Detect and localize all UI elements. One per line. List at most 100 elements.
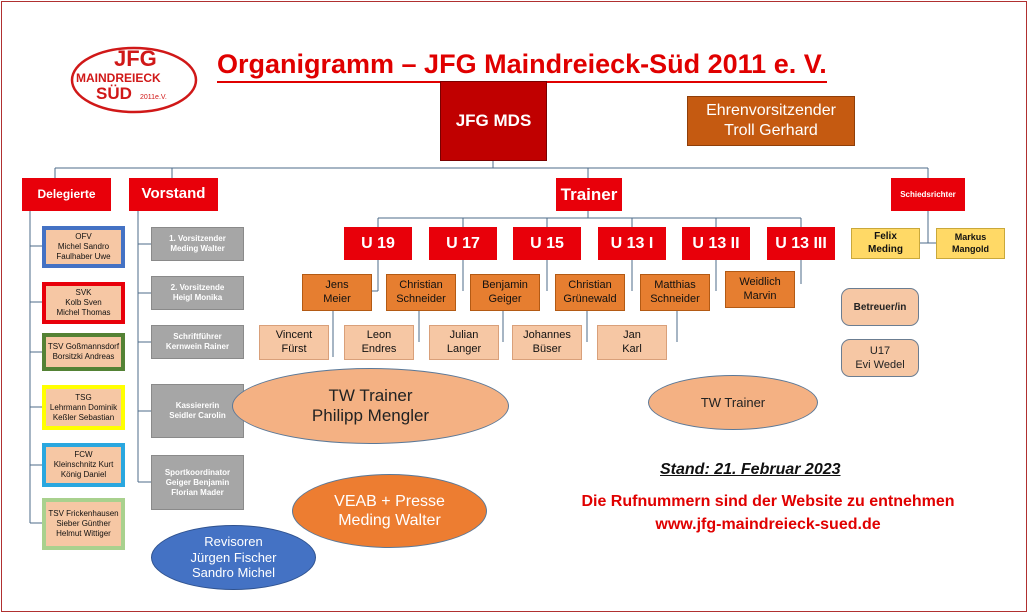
gk-trainer-name: Philipp Mengler (311, 406, 430, 425)
board-member-name: Heigl Monika (172, 293, 223, 302)
logo-text-jfg: JFG (114, 46, 157, 71)
delegate-person-name: Helmut Wittiger (56, 529, 111, 538)
board-role: 1. Vorsitzender (169, 234, 226, 243)
auditors-title: Revisoren (204, 534, 263, 550)
referee-last-name: Mangold (952, 243, 989, 254)
board-role: Schriftführer (173, 332, 222, 341)
team-box: U 13 II (682, 227, 750, 260)
assistant-trainer-name: Julian (449, 328, 479, 341)
referee-box: Markus Mangold (936, 228, 1005, 259)
assistant-trainer-name: Leon (366, 328, 392, 341)
head-trainer-name: Jens (325, 278, 349, 291)
board-role: Sportkoordinator (164, 467, 231, 477)
assistant-trainer-name: Johannes (523, 328, 571, 341)
logo-swoosh-icon (70, 46, 198, 114)
head-trainer-name: Grünewald (563, 292, 617, 305)
section-board: Vorstand (129, 178, 218, 211)
team-box: U 15 (513, 227, 581, 260)
auditor-name: Sandro Michel (191, 565, 276, 581)
team-box: U 13 I (598, 227, 666, 260)
section-trainer: Trainer (556, 178, 622, 211)
team-label: U 13 III (775, 234, 827, 252)
delegate-person-name: Sieber Günther (56, 519, 111, 528)
team-box: U 19 (344, 227, 412, 260)
auditor-name: Jürgen Fischer (190, 549, 277, 565)
referee-first-name: Felix (874, 231, 897, 242)
honorary-chair-box: Ehrenvorsitzender Troll Gerhard (687, 96, 855, 146)
team-box: U 13 III (767, 227, 835, 260)
team-label: U 19 (361, 234, 395, 252)
section-referee-label: Schiedsrichter (900, 189, 956, 199)
caretaker-title-box: Betreuer/in (841, 288, 919, 326)
delegate-person-name: Faulhaber Uwe (56, 252, 111, 261)
board-role: 2. Vorsitzende (170, 283, 225, 292)
section-delegates: Delegierte (22, 178, 111, 211)
caretaker-team: U17 (869, 344, 891, 357)
head-trainer-name: Christian (399, 278, 443, 291)
assistant-trainer-name: Büser (532, 342, 562, 355)
delegate-person-name: Kleinschnitz Kurt (53, 460, 114, 469)
team-label: U 13 II (692, 234, 740, 252)
delegate-club-name: TSV Frickenhausen (48, 509, 119, 518)
delegate-club-name: TSV Goßmannsdorf (47, 342, 120, 351)
delegate-club-name: SVK (75, 288, 92, 297)
veab-name: Meding Walter (338, 512, 441, 529)
auditors-ellipse: Revisoren Jürgen Fischer Sandro Michel (151, 525, 316, 590)
root-node-label: JFG MDS (455, 111, 532, 131)
team-box: U 17 (429, 227, 497, 260)
head-trainer-name: Marvin (743, 289, 777, 302)
honorary-chair-title: Ehrenvorsitzender (706, 102, 836, 119)
section-board-label: Vorstand (141, 185, 206, 203)
head-trainer-name: Weidlich (739, 275, 781, 288)
board-member-name: Kernwein Rainer (165, 342, 230, 351)
assistant-trainer-name: Jan (623, 328, 641, 341)
board-role: Kassiererin (175, 401, 220, 410)
delegate-person-name: Michel Thomas (56, 308, 111, 317)
head-trainer-name: Schneider (650, 292, 700, 305)
veab-press-ellipse: VEAB + Presse Meding Walter (292, 474, 487, 548)
gk-trainer-ellipse: TW Trainer Philipp Mengler (232, 368, 509, 444)
head-trainer-name: Schneider (396, 292, 446, 305)
board-member-name: Geiger Benjamin (165, 477, 230, 487)
section-referee: Schiedsrichter (891, 178, 965, 211)
delegate-person-name: Lehrmann Dominik (49, 402, 118, 412)
referee-first-name: Markus (954, 232, 987, 243)
gk-trainer-title: TW Trainer (328, 385, 413, 405)
delegate-person-name: Borsitzki Andreas (52, 352, 115, 361)
gk-trainer-ellipse-2: TW Trainer (648, 375, 818, 430)
caretaker-box: U17 Evi Wedel (841, 339, 919, 377)
assistant-trainer-name: Endres (361, 342, 397, 355)
head-trainer-name: Christian (568, 278, 612, 291)
delegate-club-name: OFV (75, 232, 92, 241)
logo-text-year: 2011e.V. (140, 94, 167, 101)
logo-text-maindreieck: MAINDREIECK (76, 71, 161, 85)
page-title: Organigramm – JFG Maindreieck-Süd 2011 e… (217, 49, 827, 83)
website-link[interactable]: www.jfg-maindreieck-sued.de (655, 516, 881, 533)
delegate-person-name: Michel Sandro (57, 242, 110, 251)
referee-last-name: Meding (868, 243, 903, 255)
head-trainer-name: Meier (323, 292, 351, 305)
head-trainer-name: Benjamin (482, 278, 528, 291)
head-trainer-name: Geiger (488, 292, 522, 305)
board-member-name: Florian Mader (171, 487, 224, 497)
status-date: Stand: 21. Februar 2023 (660, 461, 841, 478)
team-label: U 15 (530, 234, 564, 252)
veab-title: VEAB + Presse (334, 492, 445, 510)
assistant-trainer-name: Fürst (281, 342, 307, 355)
logo-text-sued: SÜD (96, 84, 132, 103)
root-node: JFG MDS (440, 81, 547, 161)
